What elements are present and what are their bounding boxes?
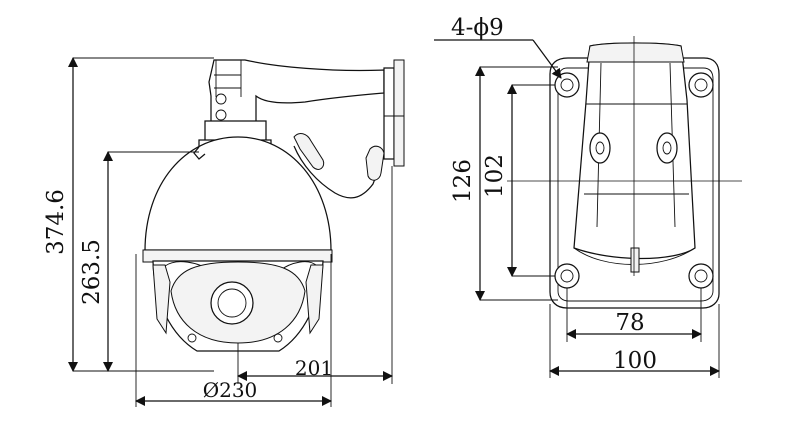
dimension-plate-width: 100 bbox=[613, 348, 657, 374]
neck-screw-1 bbox=[215, 93, 227, 105]
mounting-holes-label: 4-ϕ9 bbox=[451, 15, 504, 41]
lens-inner bbox=[217, 288, 247, 318]
mount-hole-bottom-left bbox=[554, 263, 580, 289]
side-screw-right bbox=[656, 132, 678, 164]
dome-housing bbox=[144, 136, 332, 252]
dimension-arm-projection: 201 bbox=[295, 356, 333, 380]
side-screw-left bbox=[589, 132, 611, 164]
side-screw-left-inner bbox=[595, 141, 605, 155]
bracket-top-detail bbox=[214, 60, 242, 97]
cable-small-hook bbox=[193, 146, 206, 160]
mount-hole-top-left bbox=[554, 72, 580, 98]
mount-hole-bottom-right-inner bbox=[694, 269, 708, 283]
bracket-arm bbox=[208, 59, 385, 125]
cable-hook-left bbox=[293, 133, 325, 170]
dimension-dome-height: 263.5 bbox=[79, 239, 105, 305]
dimension-overall-height: 374.6 bbox=[43, 189, 69, 255]
side-vent-right bbox=[305, 264, 324, 335]
leader-arrow-mounting-holes bbox=[532, 39, 562, 79]
side-vent-left bbox=[152, 264, 171, 335]
dimension-hole-spacing-horizontal: 78 bbox=[615, 310, 644, 336]
mount-hole-bottom-left-inner bbox=[560, 269, 574, 283]
housing-screw-left bbox=[187, 333, 197, 343]
dimension-plate-height: 126 bbox=[450, 159, 476, 203]
wall-plate-end bbox=[393, 59, 405, 167]
dimension-hole-spacing-vertical: 102 bbox=[482, 154, 508, 198]
mount-hole-top-right-inner bbox=[694, 78, 708, 92]
housing-screw-right bbox=[273, 333, 283, 343]
camera-side-view: 374.6 263.5 201 Ø230 bbox=[43, 57, 405, 407]
mount-hole-bottom-right bbox=[688, 263, 714, 289]
neck-screw-2 bbox=[215, 109, 227, 121]
wall-plate-side bbox=[383, 67, 395, 160]
mounting-plate-view: 126 102 78 100 4-ϕ9 bbox=[434, 15, 742, 378]
dimension-dome-diameter: Ø230 bbox=[203, 378, 258, 402]
bracket-slot bbox=[630, 247, 640, 273]
side-screw-right-inner bbox=[662, 141, 672, 155]
bracket-top-cap bbox=[586, 42, 685, 63]
mount-hole-top-right bbox=[688, 72, 714, 98]
mount-hole-top-left-inner bbox=[560, 78, 574, 92]
camera-lens bbox=[210, 281, 254, 325]
cable-hook-right bbox=[365, 145, 385, 181]
safety-cable bbox=[293, 145, 384, 199]
dome-band bbox=[142, 249, 333, 263]
